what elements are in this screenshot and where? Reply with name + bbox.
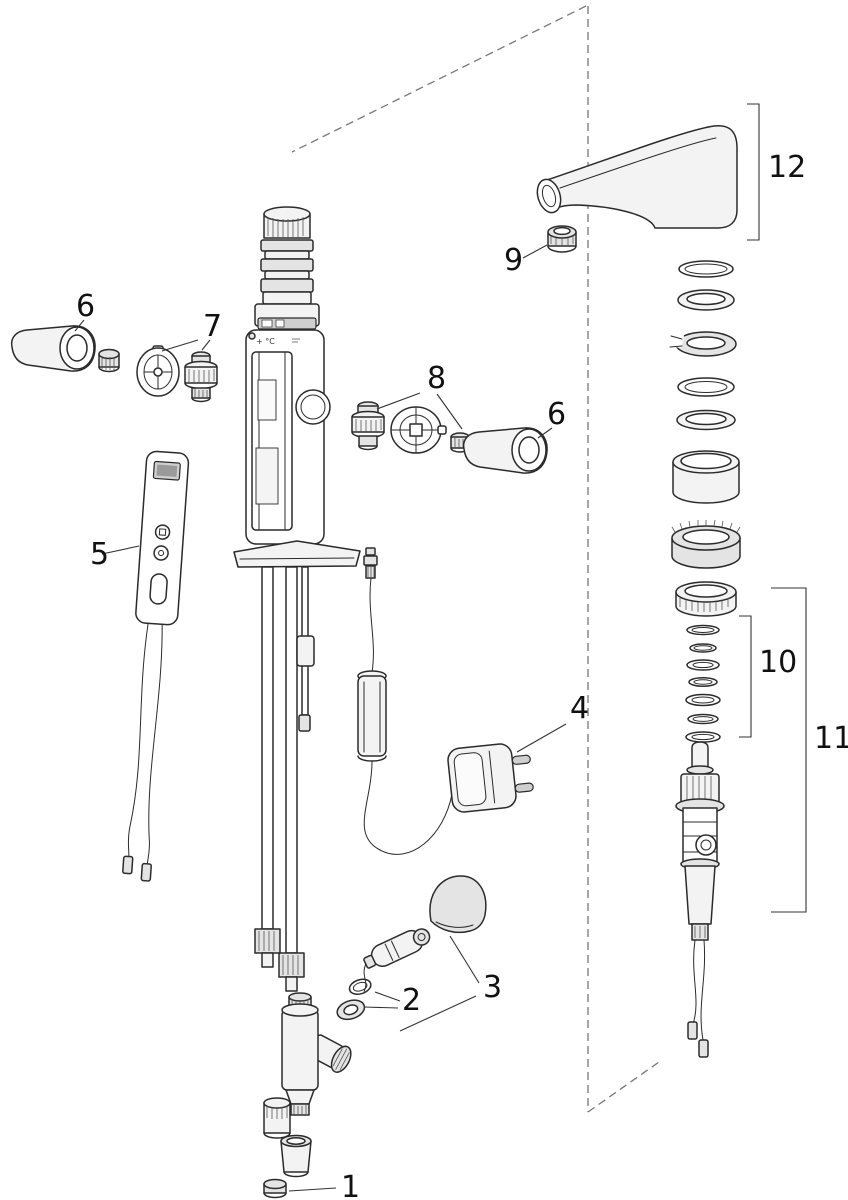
o-ring-set — [685, 624, 721, 743]
spout — [536, 124, 738, 229]
body-temp-marking: + °C — [256, 337, 275, 346]
bracket-10 — [739, 615, 752, 738]
callout-8: 8 — [427, 361, 446, 396]
leader-5 — [101, 545, 140, 555]
callout-9: 9 — [504, 243, 523, 278]
cartridge-fixing-parts-left — [136, 345, 218, 403]
tee-fitting — [281, 992, 352, 1116]
leader-8 — [376, 392, 463, 430]
callout-5: 5 — [90, 537, 109, 572]
sensor-unit — [363, 875, 487, 992]
callout-10: 10 — [759, 645, 797, 680]
leader-6-right — [537, 427, 553, 439]
callout-1: 1 — [341, 1170, 360, 1200]
callout-6-right: 6 — [547, 397, 566, 432]
callout-12: 12 — [768, 150, 806, 185]
spout-mounting-rings — [667, 260, 741, 617]
bracket-12 — [747, 103, 760, 241]
bracket-11 — [771, 587, 807, 913]
leader-4 — [516, 723, 567, 753]
callout-2: 2 — [402, 983, 421, 1018]
lever-handle-right — [462, 427, 548, 474]
callout-11: 11 — [814, 721, 848, 756]
aerator-parts — [263, 1097, 312, 1199]
callout-7: 7 — [203, 309, 222, 344]
control-unit — [122, 450, 190, 882]
handle-nut — [98, 348, 120, 373]
callout-3: 3 — [483, 970, 502, 1005]
faucet-body: + °C — [233, 206, 361, 992]
leader-2 — [363, 991, 401, 1009]
callout-4: 4 — [570, 691, 589, 726]
leader-3 — [399, 935, 480, 1032]
lever-handle-left — [10, 325, 96, 372]
callout-6-left: 6 — [76, 289, 95, 324]
leader-7 — [161, 339, 211, 352]
cartridge-fixing-parts-right — [351, 401, 470, 454]
valve-cartridge-assembly — [675, 741, 725, 1058]
sensor-seals — [336, 978, 372, 1021]
spout-seal-ring — [547, 225, 577, 253]
leader-1 — [288, 1187, 337, 1192]
power-adapter-assembly — [357, 547, 534, 855]
leader-9 — [522, 244, 548, 259]
leader-6-left — [74, 319, 85, 332]
